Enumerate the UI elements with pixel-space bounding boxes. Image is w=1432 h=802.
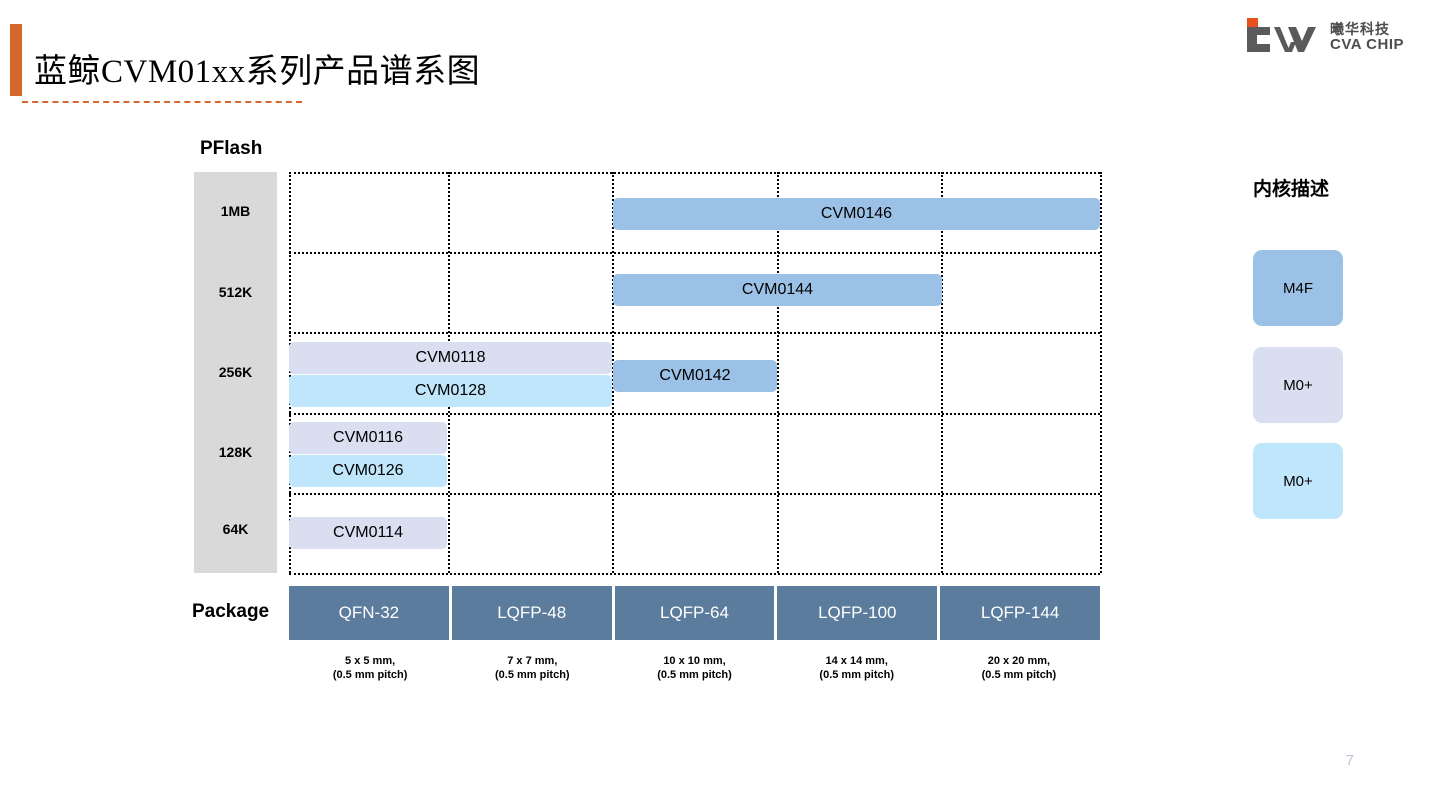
product-bar-cvm0116[interactable]: CVM0116 bbox=[289, 422, 447, 454]
product-bar-cvm0126[interactable]: CVM0126 bbox=[289, 455, 447, 487]
pflash-tick-1MB: 1MB bbox=[220, 203, 251, 219]
product-bar-cvm0144[interactable]: CVM0144 bbox=[613, 274, 942, 306]
pflash-tick-128K: 128K bbox=[218, 444, 253, 460]
package-dimension-1: 7 x 7 mm,(0.5 mm pitch) bbox=[451, 655, 613, 695]
product-bar-cvm0114[interactable]: CVM0114 bbox=[289, 517, 447, 549]
dimension-line: 7 x 7 mm, bbox=[507, 655, 558, 667]
package-dimension-3: 14 x 14 mm,(0.5 mm pitch) bbox=[776, 655, 938, 695]
brand-logo: 曦华科技 CVA CHIP bbox=[1244, 18, 1404, 58]
package-dimension-2: 10 x 10 mm,(0.5 mm pitch) bbox=[613, 655, 775, 695]
grid-line-horizontal-4 bbox=[289, 493, 1100, 495]
title-accent-bar bbox=[10, 24, 22, 96]
product-bar-cvm0118[interactable]: CVM0118 bbox=[289, 342, 612, 374]
grid-line-vertical-4 bbox=[941, 172, 943, 573]
pflash-axis-label: PFlash bbox=[200, 138, 263, 159]
legend-title: 内核描述 bbox=[1253, 179, 1330, 200]
package-dimension-row: 5 x 5 mm,(0.5 mm pitch)7 x 7 mm,(0.5 mm … bbox=[289, 655, 1100, 695]
page-title: 蓝鲸CVM01xx系列产品谱系图 bbox=[34, 54, 481, 90]
grid-line-vertical-3 bbox=[777, 172, 779, 573]
dimension-line: (0.5 mm pitch) bbox=[495, 668, 570, 681]
grid-line-vertical-5 bbox=[1100, 172, 1102, 573]
logo-text: 曦华科技 CVA CHIP bbox=[1330, 22, 1404, 53]
package-cell-lqfp-48[interactable]: LQFP-48 bbox=[451, 586, 615, 640]
package-dimension-0: 5 x 5 mm,(0.5 mm pitch) bbox=[289, 655, 451, 695]
dimension-line: (0.5 mm pitch) bbox=[657, 668, 732, 681]
dimension-line: 14 x 14 mm, bbox=[825, 655, 888, 667]
dimension-line: (0.5 mm pitch) bbox=[981, 668, 1057, 681]
legend-swatch-1-m0plus[interactable]: M0+ bbox=[1253, 347, 1343, 423]
grid-line-horizontal-1 bbox=[289, 252, 1100, 254]
dimension-line: (0.5 mm pitch) bbox=[332, 668, 408, 681]
legend-swatch-0-m4f[interactable]: M4F bbox=[1253, 250, 1343, 326]
logo-name-cn: 曦华科技 bbox=[1329, 21, 1390, 38]
package-cell-qfn-32[interactable]: QFN-32 bbox=[289, 586, 452, 640]
product-bar-cvm0128[interactable]: CVM0128 bbox=[289, 375, 612, 407]
dimension-line: (0.5 mm pitch) bbox=[819, 668, 894, 681]
pflash-tick-256K: 256K bbox=[218, 364, 253, 380]
pflash-scale-band bbox=[194, 172, 277, 573]
page-number: 7 bbox=[1345, 752, 1354, 769]
package-cell-lqfp-64[interactable]: LQFP-64 bbox=[614, 586, 778, 640]
grid-line-horizontal-0 bbox=[289, 172, 1100, 174]
cva-logo-icon bbox=[1244, 18, 1320, 58]
grid-line-horizontal-3 bbox=[289, 413, 1100, 415]
dimension-line: 10 x 10 mm, bbox=[663, 655, 726, 667]
product-bar-cvm0146[interactable]: CVM0146 bbox=[613, 198, 1100, 230]
package-cell-lqfp-100[interactable]: LQFP-100 bbox=[777, 586, 941, 640]
package-dimension-4: 20 x 20 mm,(0.5 mm pitch) bbox=[938, 655, 1100, 695]
pflash-tick-512K: 512K bbox=[218, 284, 253, 300]
logo-name-en: CVA CHIP bbox=[1329, 36, 1404, 54]
package-cell-lqfp-144[interactable]: LQFP-144 bbox=[940, 586, 1100, 640]
title-underline bbox=[22, 101, 302, 103]
grid-line-horizontal-5 bbox=[289, 573, 1100, 575]
dimension-line: 5 x 5 mm, bbox=[345, 655, 396, 667]
pflash-tick-64K: 64K bbox=[222, 521, 249, 537]
dimension-line: 20 x 20 mm, bbox=[987, 655, 1051, 667]
package-axis-label: Package bbox=[192, 601, 270, 622]
grid-line-horizontal-2 bbox=[289, 332, 1100, 334]
product-bar-cvm0142[interactable]: CVM0142 bbox=[613, 360, 777, 392]
legend-swatch-2-m0plus[interactable]: M0+ bbox=[1253, 443, 1343, 519]
